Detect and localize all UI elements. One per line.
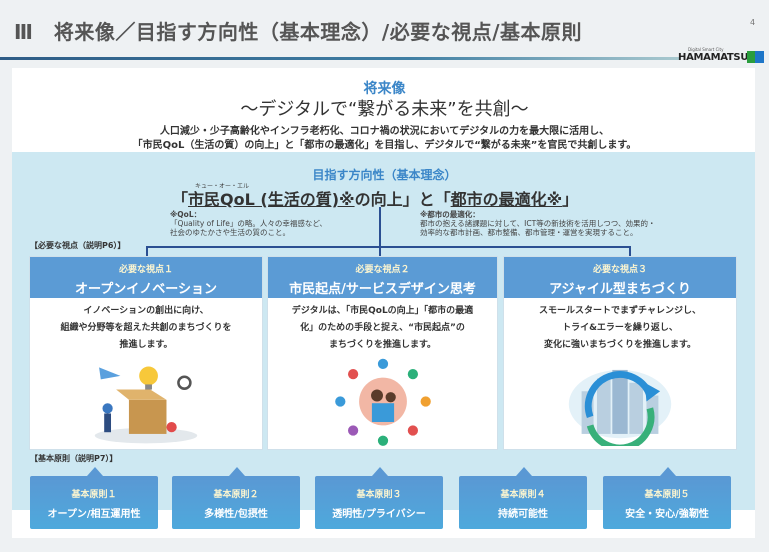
principle-box-4: 基本原則４ 持続可能性 bbox=[459, 467, 587, 529]
card-text: 変化に強いまちづくりを推進します。 bbox=[543, 340, 697, 350]
connector-text: の向上」と「 bbox=[354, 190, 451, 209]
card-text: 組織や分野等を超えた共創のまちづくりを bbox=[60, 323, 232, 333]
principles-section-label: 【基本原則（説明P7）】 bbox=[30, 454, 118, 463]
note-title: ※都市の最適化： bbox=[420, 210, 480, 219]
card-text: まちづくりを推進します。 bbox=[328, 340, 437, 350]
connector-line bbox=[629, 246, 631, 256]
card-title: 市民起点/サービスデザイン思考 bbox=[289, 282, 476, 297]
card-text: 化」のための手段と捉え、“市民起点”の bbox=[300, 323, 465, 333]
card-title: オープンイノベーション bbox=[75, 282, 217, 297]
principle-number: 基本原則３ bbox=[356, 490, 402, 500]
optimization-note: ※都市の最適化： 都市の抱える諸課題に対して、ICT等の新技術を活用しつつ、効果… bbox=[420, 210, 655, 237]
logo-text: HAMAMATSU bbox=[678, 52, 749, 63]
card-text: 推進します。 bbox=[119, 340, 173, 350]
connector-line bbox=[146, 246, 148, 256]
note-line: 効率的な都市計画、都市整備、都市管理・運営を実現すること。 bbox=[420, 228, 638, 237]
perspective-card-1: 必要な視点１ オープンイノベーション イノベーションの創出に向け、組織や分野等を超… bbox=[29, 256, 263, 450]
card-text: トライ&エラーを繰り返し、 bbox=[562, 323, 678, 333]
principle-box-1: 基本原則１ オープン/相互運用性 bbox=[30, 467, 158, 529]
bracket: 」 bbox=[562, 190, 579, 209]
logo-green-block bbox=[747, 51, 755, 63]
logo-blue-block bbox=[755, 51, 764, 63]
card-number: 必要な視点３ bbox=[592, 265, 647, 275]
qol-ruby: キュー・オー・エル bbox=[195, 183, 250, 190]
card-header: 必要な視点３ アジャイル型まちづくり bbox=[504, 257, 736, 298]
direction-label: 目指す方向性（基本理念） bbox=[312, 168, 457, 182]
logo-subtext: Digital Smart City bbox=[688, 47, 724, 52]
note-line: 都市の抱える諸課題に対して、ICT等の新技術を活用しつつ、効果的・ bbox=[420, 219, 656, 228]
citizen-circle-illustration-icon bbox=[334, 358, 431, 446]
card-number: 必要な視点２ bbox=[355, 265, 410, 275]
card-text: イノベーションの創出に向け、 bbox=[83, 306, 209, 316]
card-number: 必要な視点１ bbox=[118, 265, 173, 275]
note-title: ※QoL： bbox=[170, 210, 202, 219]
card-title: アジャイル型まちづくり bbox=[549, 282, 691, 297]
connector-line bbox=[379, 207, 381, 257]
page-number: 4 bbox=[750, 18, 756, 27]
principle-box-3: 基本原則３ 透明性/プライバシー bbox=[315, 467, 443, 529]
principle-title: 安全・安心/強靭性 bbox=[625, 509, 709, 520]
principle-title: 透明性/プライバシー bbox=[332, 509, 426, 520]
header-rule bbox=[0, 57, 680, 60]
vision-text-line: 「市民QoL（生活の質）の向上」と「都市の最適化」を目指し、デジタルで“繋がる未… bbox=[132, 140, 637, 151]
perspectives-section-label: 【必要な視点（説明P6）】 bbox=[30, 241, 126, 250]
principle-title: 持続可能性 bbox=[498, 509, 548, 520]
principle-number: 基本原則２ bbox=[213, 490, 259, 500]
card-header: 必要な視点１ オープンイノベーション bbox=[30, 257, 262, 298]
vision-label: 将来像 bbox=[363, 81, 406, 97]
note-line: 社会のゆたかさや生活の質のこと。 bbox=[170, 228, 290, 237]
connector-line bbox=[146, 246, 631, 248]
agile-city-illustration-icon bbox=[568, 369, 672, 446]
principle-number: 基本原則１ bbox=[71, 490, 117, 500]
perspective-card-3: 必要な視点３ アジャイル型まちづくり スモールスタートでまずチャレンジし、トライ&… bbox=[503, 256, 737, 450]
innovation-illustration-icon bbox=[94, 366, 198, 444]
vision-text-line: 人口減少・少子高齢化やインフラ老朽化、コロナ禍の状況においてデジタルの力を最大限… bbox=[159, 126, 610, 137]
principle-number: 基本原則４ bbox=[500, 490, 546, 500]
direction-main: 「市民QoL (生活の質)※の向上」と「都市の最適化※」 bbox=[172, 186, 578, 210]
card-header: 必要な視点２ 市民起点/サービスデザイン思考 bbox=[268, 257, 497, 298]
card-text: デジタルは、「市民QoLの向上」「都市の最適 bbox=[291, 306, 474, 316]
bracket: 「 bbox=[172, 190, 189, 209]
optimization-term: 都市の最適化※ bbox=[450, 190, 563, 209]
hamamatsu-logo: Digital Smart City HAMAMATSU bbox=[676, 47, 766, 65]
card-text: スモールスタートでまずチャレンジし、 bbox=[539, 306, 701, 316]
principle-number: 基本原則５ bbox=[644, 490, 690, 500]
qol-term: 市民QoL (生活の質)※ bbox=[188, 190, 355, 209]
principle-box-2: 基本原則２ 多様性/包摂性 bbox=[172, 467, 300, 529]
qol-note: ※QoL： 「Quality of Life」の略。人々の幸福感など、 社会のゆ… bbox=[170, 210, 327, 237]
note-line: 「Quality of Life」の略。人々の幸福感など、 bbox=[170, 219, 327, 228]
principle-title: オープン/相互運用性 bbox=[47, 509, 141, 520]
principle-box-5: 基本原則５ 安全・安心/強靭性 bbox=[603, 467, 731, 529]
principle-title: 多様性/包摂性 bbox=[204, 509, 268, 520]
vision-subtitle: ～デジタルで“繋がる未来”を共創～ bbox=[240, 99, 529, 120]
page-title: Ⅲ 将来像／目指す方向性（基本理念）/必要な視点/基本原則 bbox=[14, 20, 583, 44]
perspective-card-2: 必要な視点２ 市民起点/サービスデザイン思考 デジタルは、「市民QoLの向上」「都… bbox=[267, 256, 498, 450]
